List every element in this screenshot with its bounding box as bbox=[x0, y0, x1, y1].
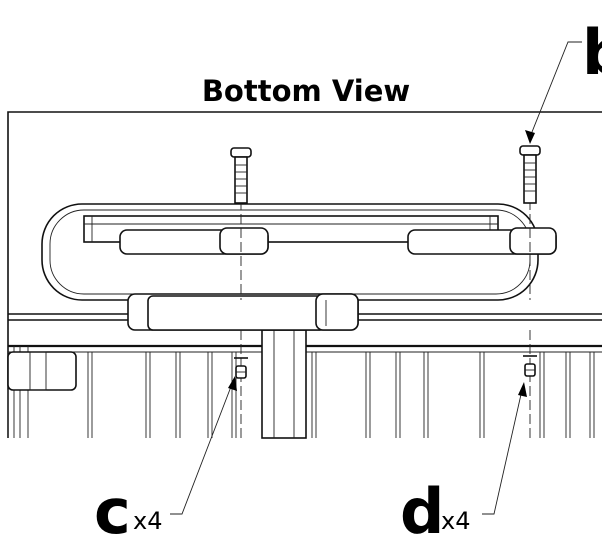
screw-b-right bbox=[519, 145, 541, 300]
callout-c-qty: x4 bbox=[133, 507, 162, 535]
callout-b-letter: b bbox=[582, 16, 602, 89]
nut-d bbox=[523, 330, 537, 438]
base-frame bbox=[7, 313, 602, 439]
callout-d-letter: d bbox=[400, 475, 444, 536]
mounting-bar bbox=[127, 293, 359, 331]
callout-d-qty: x4 bbox=[441, 507, 470, 535]
screw-b-left bbox=[230, 147, 252, 300]
nut-c bbox=[234, 330, 248, 438]
view-frame bbox=[7, 111, 602, 438]
leader-c bbox=[170, 376, 237, 515]
callout-c-letter: c bbox=[94, 475, 131, 536]
capsule-bracket bbox=[41, 203, 557, 301]
leader-d bbox=[482, 382, 527, 515]
view-title: Bottom View bbox=[202, 74, 410, 108]
leader-b bbox=[525, 41, 582, 144]
